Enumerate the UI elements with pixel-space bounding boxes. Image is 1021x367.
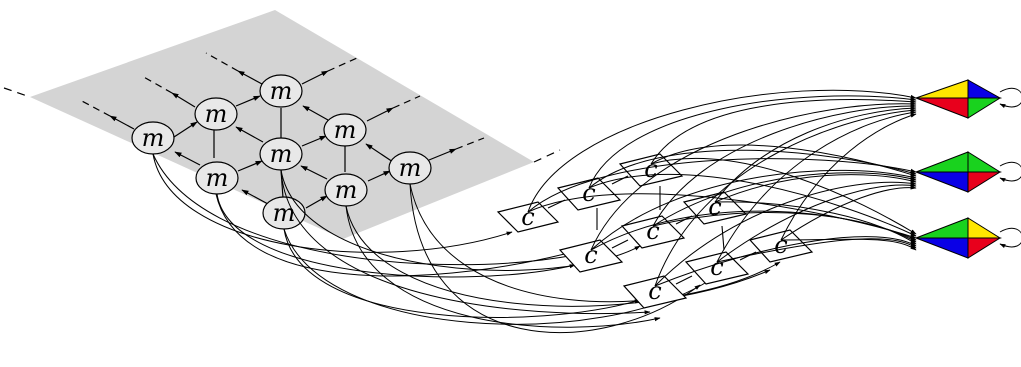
svg-text:c: c bbox=[582, 179, 595, 207]
m-grid-edges bbox=[109, 70, 457, 209]
kite-top bbox=[915, 79, 1021, 119]
svg-text:m: m bbox=[273, 199, 296, 227]
m-node: m bbox=[195, 161, 239, 195]
c-node: c bbox=[620, 215, 686, 249]
kite-bottom bbox=[915, 217, 1021, 259]
c-node: c bbox=[748, 229, 814, 263]
m-node: m bbox=[323, 113, 367, 147]
m-node: m bbox=[262, 196, 306, 230]
svg-text:m: m bbox=[335, 176, 358, 204]
m-node: m bbox=[324, 173, 368, 207]
m-nodes: m m m m m m m m m bbox=[131, 74, 432, 230]
c-node: c bbox=[558, 239, 624, 273]
svg-text:c: c bbox=[774, 231, 787, 259]
c-node: c bbox=[622, 275, 688, 309]
c-nodes: c c c c c c c c c bbox=[496, 153, 814, 309]
m-node: m bbox=[388, 151, 432, 185]
c-node: c bbox=[496, 201, 560, 233]
c-to-kite-curves bbox=[527, 89, 917, 287]
svg-text:m: m bbox=[205, 100, 228, 128]
svg-text:c: c bbox=[521, 203, 534, 231]
c-node: c bbox=[556, 177, 622, 211]
kite-middle bbox=[915, 151, 1021, 193]
svg-text:c: c bbox=[710, 253, 723, 281]
svg-text:c: c bbox=[646, 217, 659, 245]
m-node: m bbox=[259, 137, 303, 171]
svg-text:c: c bbox=[648, 277, 661, 305]
svg-text:c: c bbox=[584, 241, 597, 269]
svg-text:m: m bbox=[399, 154, 422, 182]
svg-text:m: m bbox=[270, 77, 293, 105]
m-node: m bbox=[131, 121, 175, 155]
svg-text:m: m bbox=[142, 124, 165, 152]
m-node: m bbox=[194, 97, 238, 131]
svg-text:m: m bbox=[334, 116, 357, 144]
c-node: c bbox=[684, 251, 750, 285]
boundary-dashes bbox=[79, 52, 485, 150]
svg-text:m: m bbox=[270, 140, 293, 168]
plane-edge-dashes bbox=[3, 87, 561, 163]
m-node: m bbox=[259, 74, 303, 108]
c-node: c bbox=[618, 153, 684, 187]
svg-text:m: m bbox=[206, 164, 229, 192]
